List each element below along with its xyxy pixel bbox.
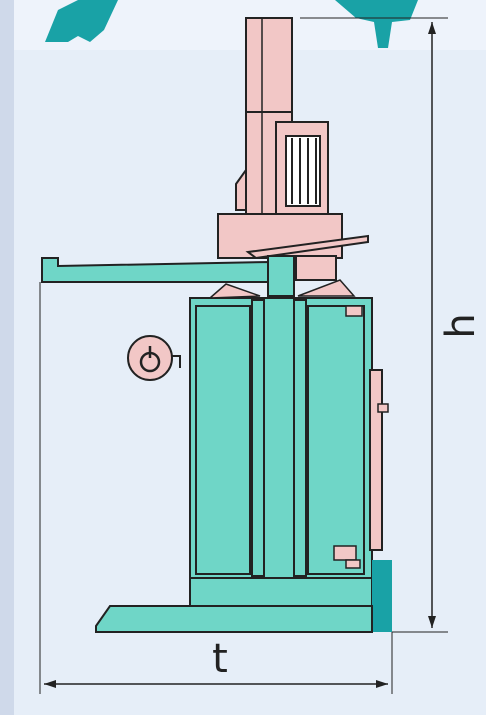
center-rail-left [251, 299, 265, 577]
left-edge-band [0, 0, 14, 715]
top-left-part [45, 0, 118, 42]
pressure-gauge-icon [127, 335, 181, 381]
right-door-panel [307, 305, 365, 575]
top-right-part [335, 0, 418, 48]
lower-hinge [333, 545, 357, 561]
center-rail-right [293, 299, 307, 577]
valve-block [235, 166, 247, 211]
depth-dimension [39, 282, 393, 694]
height-label: h [438, 313, 484, 338]
loading-lever [245, 234, 369, 260]
height-dimension [300, 17, 448, 633]
upper-hinge [345, 305, 363, 317]
base-box [189, 577, 373, 607]
press-head [217, 213, 343, 259]
base-plate [95, 605, 373, 633]
side-ejector-door [369, 369, 383, 551]
shadow-block [372, 560, 392, 632]
column-neck [267, 255, 295, 297]
left-door-panel [195, 305, 251, 575]
door-latch [295, 255, 337, 281]
depth-label: t [212, 636, 228, 682]
